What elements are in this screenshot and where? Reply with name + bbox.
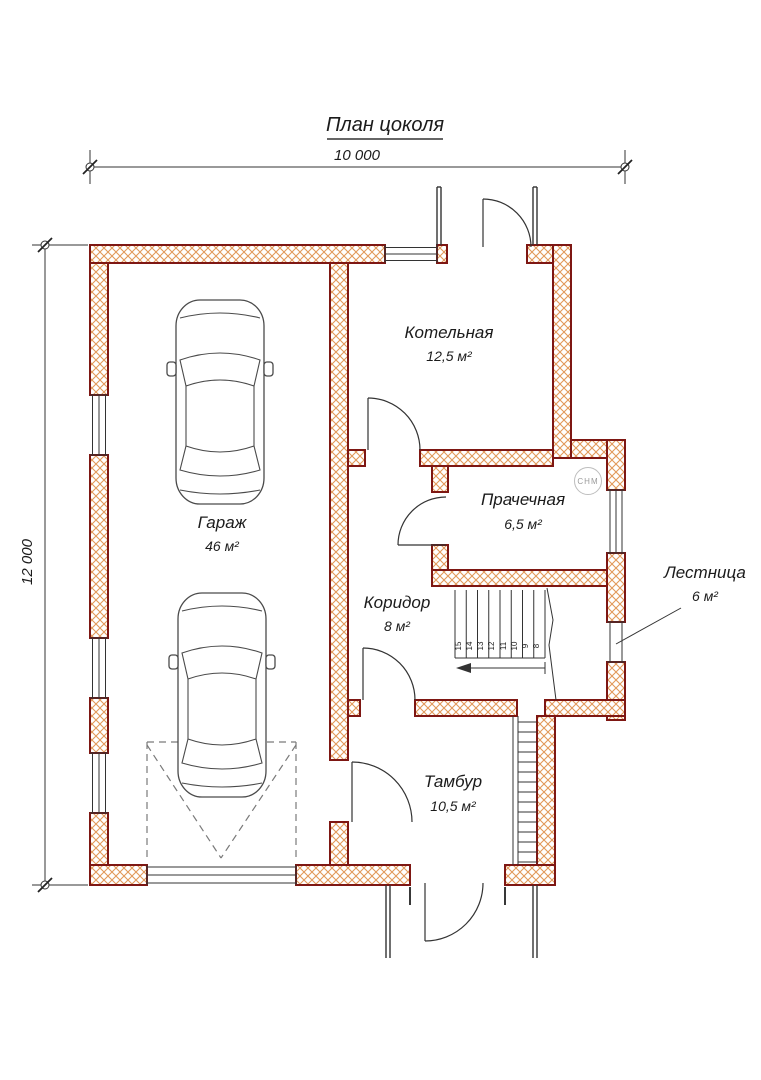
- stair-step-numbers: 15 14 13 12 11 10 9 8: [454, 641, 541, 650]
- doors: [351, 198, 532, 942]
- dimension-top: 10 000: [82, 147, 633, 184]
- step-number: 15: [454, 641, 463, 650]
- step-number: 11: [499, 641, 508, 650]
- room-name-staircase: Лестница: [663, 563, 746, 582]
- garage-door: [146, 865, 297, 885]
- window-top: [384, 245, 438, 263]
- step-number: 10: [510, 641, 519, 650]
- car-1: [166, 299, 274, 505]
- page-title: План цоколя: [326, 114, 444, 136]
- stair-direction-arrow: [456, 662, 546, 674]
- dimension-width-label: 10 000: [334, 147, 381, 164]
- step-number: 8: [532, 643, 541, 648]
- room-labels: Котельная 12,5 м² Прачечная 6,5 м² Гараж…: [198, 323, 746, 814]
- room-name-laundry: Прачечная: [481, 490, 565, 509]
- room-name-corridor: Коридор: [364, 593, 431, 612]
- car-2: [168, 592, 276, 798]
- door-garage-vestibule: [351, 761, 413, 823]
- step-number: 12: [487, 641, 496, 650]
- window-right-2: [607, 621, 625, 663]
- door-boiler: [367, 397, 421, 451]
- room-area-staircase: 6 м²: [692, 588, 719, 604]
- door-corridor-vestibule: [362, 647, 416, 701]
- bottom-porch: [385, 885, 538, 958]
- step-number: 14: [465, 641, 474, 650]
- stamp-circle: [574, 467, 602, 495]
- dimension-height-label: 12 000: [19, 538, 36, 585]
- room-name-garage: Гараж: [198, 513, 248, 532]
- staircase: 15 14 13 12 11 10 9 8: [454, 587, 557, 865]
- door-top-entrance: [482, 198, 532, 248]
- cars: [166, 299, 276, 798]
- walls: [89, 244, 626, 886]
- room-area-laundry: 6,5 м²: [504, 516, 543, 532]
- door-bottom-entrance: [424, 882, 484, 942]
- room-area-garage: 46 м²: [205, 538, 240, 554]
- room-area-vestibule: 10,5 м²: [430, 798, 477, 814]
- step-number: 9: [521, 643, 530, 648]
- dimension-left: 12 000: [19, 237, 88, 893]
- stamp-logo: СНМ: [574, 467, 602, 495]
- step-number: 13: [476, 641, 485, 650]
- top-porch: [436, 186, 538, 245]
- stair-break-line: [546, 587, 557, 701]
- windows: [90, 245, 625, 814]
- window-left-1: [90, 394, 108, 456]
- door-laundry: [397, 496, 447, 546]
- stair-lower-flight: [512, 716, 537, 865]
- room-name-boiler: Котельная: [405, 323, 494, 342]
- window-left-3: [90, 752, 108, 814]
- room-area-corridor: 8 м²: [384, 618, 411, 634]
- staircase-leader-line: [615, 607, 682, 645]
- window-left-2: [90, 637, 108, 699]
- window-right-1: [607, 489, 625, 554]
- stamp-text: СНМ: [577, 477, 598, 486]
- stair-treads: [454, 590, 546, 659]
- room-area-boiler: 12,5 м²: [426, 348, 473, 364]
- room-name-vestibule: Тамбур: [424, 772, 482, 791]
